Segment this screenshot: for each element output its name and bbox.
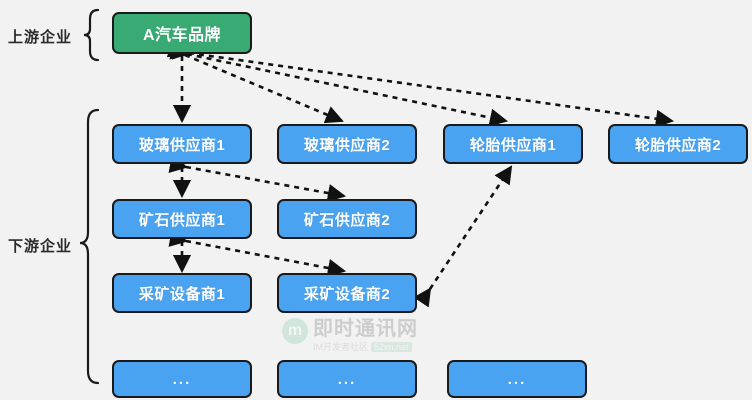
group-label-downstream: 下游企业 <box>8 238 73 255</box>
watermark-sub-label: IM开发者社区 <box>313 342 368 352</box>
node-glass-supplier-2[interactable]: 玻璃供应商2 <box>277 124 417 164</box>
watermark-badge: 52im.net <box>371 342 412 352</box>
edge-brand-glass2 <box>166 40 344 124</box>
edge-brand-tyre2 <box>171 41 675 128</box>
node-more-1[interactable]: ... <box>112 360 252 398</box>
node-ore-supplier-1[interactable]: 矿石供应商1 <box>112 199 252 239</box>
brace-downstream <box>79 108 100 385</box>
node-glass-supplier-1[interactable]: 玻璃供应商1 <box>112 124 252 164</box>
group-label-upstream: 上游企业 <box>8 29 73 46</box>
watermark-logo-icon: m <box>282 318 308 344</box>
node-mining-equipment-1[interactable]: 采矿设备商1 <box>112 273 252 313</box>
watermark-main-text: 即时通讯网 <box>313 318 418 340</box>
edge-brand-tyre1 <box>169 41 509 127</box>
edge-ore1-mining2 <box>168 229 347 277</box>
node-more-2[interactable]: ... <box>277 360 417 398</box>
node-brand[interactable]: A汽车品牌 <box>112 12 252 54</box>
node-tyre-supplier-2[interactable]: 轮胎供应商2 <box>608 124 748 164</box>
node-tyre-supplier-1[interactable]: 轮胎供应商1 <box>443 124 583 164</box>
brace-upstream <box>83 8 100 62</box>
node-mining-equipment-2[interactable]: 采矿设备商2 <box>277 273 417 313</box>
node-more-3[interactable]: ... <box>447 360 587 398</box>
node-ore-supplier-2[interactable]: 矿石供应商2 <box>277 199 417 239</box>
edge-mining2-tyre1 <box>413 165 513 308</box>
edge-glass1-ore2 <box>168 155 347 203</box>
